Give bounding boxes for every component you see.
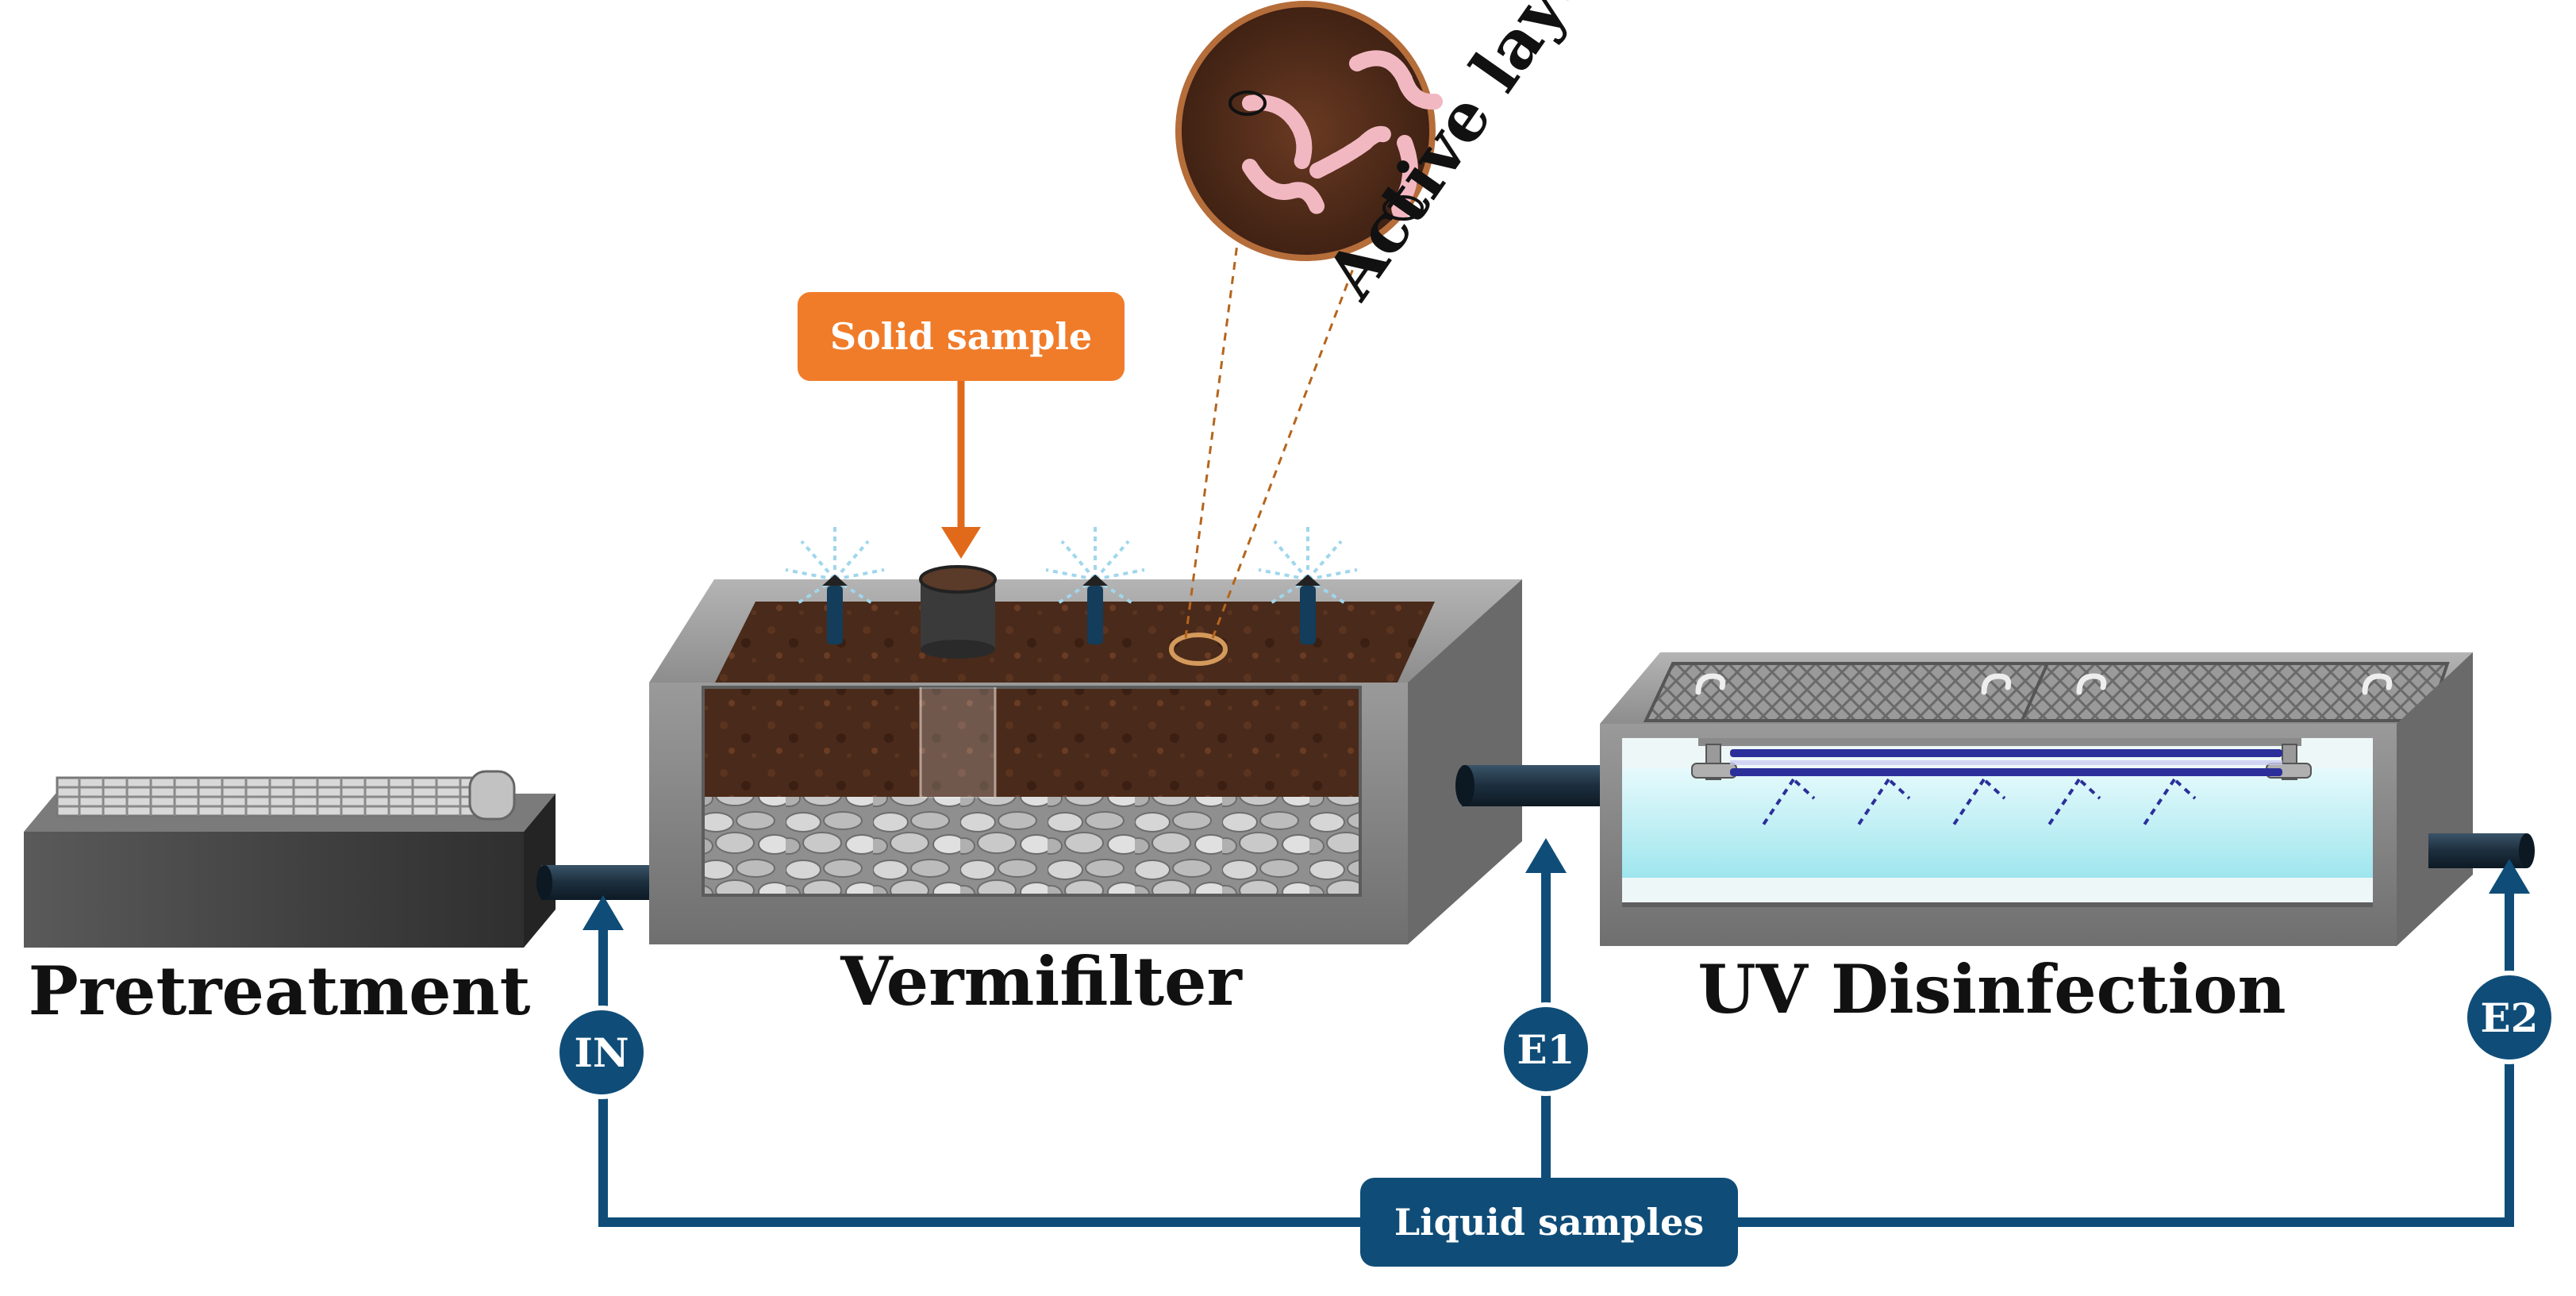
pipe-end [1455, 765, 1474, 806]
burrow-hole [1228, 90, 1267, 116]
active-layer-zoom [1175, 1, 1443, 261]
vermifilter-side [1408, 579, 1522, 944]
solid-sample-label: Solid sample [830, 315, 1092, 358]
uv-disinfection-label: UV Disinfection [1697, 950, 2286, 1029]
vermifilter-soil-surface [714, 602, 1435, 684]
sampling-point-e2: E2 [2463, 971, 2556, 1064]
pipe-end [536, 865, 552, 900]
solid-sample-callout: Solid sample [798, 292, 1125, 559]
uv-rays [1760, 778, 2197, 829]
vermifilter-gravel-layer [703, 797, 1360, 895]
vermifilter-active-soil-layer [703, 687, 1360, 798]
vermifilter-cutaway-frame [702, 686, 1362, 897]
pretreatment-label: Pretreatment [29, 952, 531, 1030]
active-layer-marker [1169, 633, 1228, 666]
liquid-samples-label: Liquid samples [1394, 1201, 1704, 1244]
leader-line [1184, 237, 1240, 639]
uv-lamp [1730, 768, 2282, 776]
pipe-uv-out [2428, 833, 2527, 868]
sampling-point-label: IN [574, 1029, 629, 1076]
solid-sampler-cylinder [919, 565, 997, 659]
sprinklers [785, 527, 1358, 644]
pipe-pretreatment-out [541, 865, 651, 900]
liquid-samples-tag [1360, 1178, 1738, 1267]
uv-lamp-assembly [1691, 738, 2312, 829]
pipe-vermifilter-out [1462, 765, 1611, 806]
sprinkler [1258, 527, 1358, 644]
burrow-hole [1382, 195, 1424, 221]
uv-lid-grate-left [1643, 662, 2060, 722]
arrow-head-e1 [1525, 838, 1567, 873]
leader-line [1211, 253, 1360, 639]
uv-lid-grate-right [2019, 662, 2450, 722]
uv-tank-water [1622, 768, 2373, 878]
pretreatment-screen [56, 770, 516, 821]
sampling-point-label: E2 [2481, 994, 2539, 1041]
core-sample-shaft [921, 687, 995, 798]
pretreatment-front [24, 832, 524, 948]
uv-disinfection-tank [1600, 652, 2473, 946]
sprinkler [1045, 527, 1145, 644]
lid-handle-icon [2076, 673, 2107, 695]
sprinkler [785, 527, 885, 644]
vermifilter-tank [649, 579, 1522, 944]
lid-handle-icon [2362, 673, 2393, 695]
sampling-point-e1: E1 [1499, 1002, 1593, 1096]
pretreatment-unit [24, 770, 556, 948]
arrow-head-in [582, 895, 624, 930]
uv-tank-side [2397, 652, 2473, 946]
pipe-end [2519, 833, 2535, 868]
uv-lamp [1730, 749, 2282, 757]
solid-sample-arrow-head [941, 527, 981, 559]
lid-handle-icon [1981, 673, 2012, 695]
liquid-samples-callout: Liquid samples [1360, 1178, 1738, 1267]
lid-handle-icon [1695, 673, 1726, 695]
sampling-point-in: IN [555, 1006, 648, 1099]
solid-sample-tag [798, 292, 1125, 381]
arrow-head-e2 [2489, 859, 2530, 894]
vermifilter-label: Vermifilter [840, 942, 1243, 1021]
sampling-point-label: E1 [1517, 1026, 1575, 1073]
